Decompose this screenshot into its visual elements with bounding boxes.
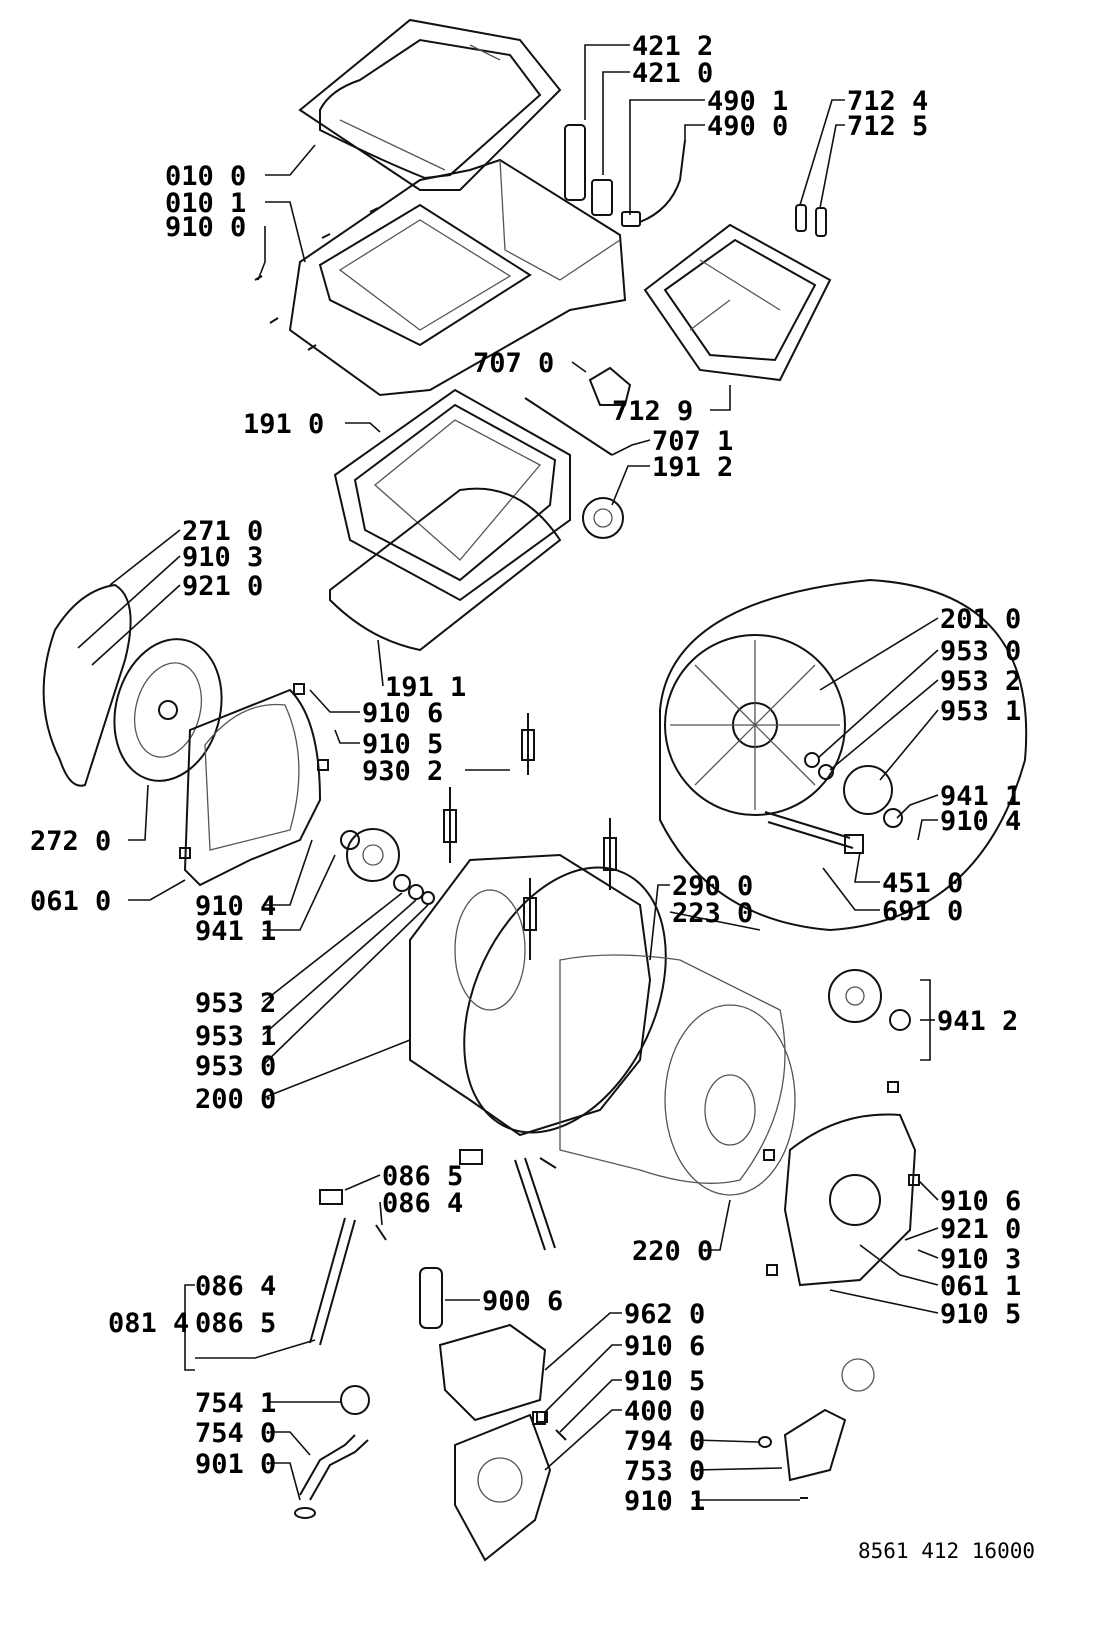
- bearing-part: [582, 497, 624, 539]
- control-module-part: [758, 1358, 875, 1499]
- label-910-6-pump: 910 6: [624, 1331, 705, 1362]
- front-tub-half-part: [783, 1113, 917, 1287]
- label-691-0: 691 0: [882, 896, 963, 927]
- label-754-1: 754 1: [195, 1388, 276, 1419]
- pressure-switch-part: [419, 1267, 443, 1329]
- tub-top-part: [333, 388, 571, 602]
- label-962-0: 962 0: [624, 1299, 705, 1330]
- heater-part: [764, 811, 864, 854]
- dispenser-part: [643, 223, 832, 382]
- label-290-0: 290 0: [672, 871, 753, 902]
- label-921-0-front: 921 0: [940, 1214, 1021, 1245]
- label-941-1-rear: 941 1: [195, 916, 276, 947]
- label-910-5-pump: 910 5: [624, 1366, 705, 1397]
- shock-absorber-part: [309, 1149, 557, 1346]
- screws-part: [254, 207, 379, 351]
- label-910-6-rear: 910 6: [362, 698, 443, 729]
- label-794-0: 794 0: [624, 1426, 705, 1457]
- document-code: 8561 412 16000: [858, 1539, 1035, 1563]
- front-bearing-part: [828, 969, 911, 1031]
- label-421-2: 421 2: [632, 31, 713, 62]
- drum-spider-part: [659, 578, 1028, 932]
- label-910-5-front: 910 5: [940, 1299, 1021, 1330]
- label-910-6-front: 910 6: [940, 1186, 1021, 1217]
- gasket-part: [329, 487, 562, 652]
- label-953-2-spider: 953 2: [940, 666, 1021, 697]
- door-lock-part: [524, 366, 632, 456]
- label-490-1: 490 1: [707, 86, 788, 117]
- label-712-4: 712 4: [847, 86, 928, 117]
- label-953-1-rear: 953 1: [195, 1021, 276, 1052]
- label-953-0-spider: 953 0: [940, 636, 1021, 667]
- rear-tub-half-part: [183, 688, 322, 887]
- label-220-0: 220 0: [632, 1236, 713, 1267]
- label-201-0: 201 0: [940, 604, 1021, 635]
- label-910-5-rear: 910 5: [362, 729, 443, 760]
- label-754-0: 754 0: [195, 1418, 276, 1449]
- label-086-5-top: 086 5: [382, 1161, 463, 1192]
- label-953-0-rear: 953 0: [195, 1051, 276, 1082]
- label-910-0: 910 0: [165, 212, 246, 243]
- label-941-1-spider: 941 1: [940, 781, 1021, 812]
- pulley-part: [113, 638, 223, 782]
- label-921-0-rear: 921 0: [182, 571, 263, 602]
- label-712-5: 712 5: [847, 111, 928, 142]
- label-223-0: 223 0: [672, 898, 753, 929]
- label-712-9: 712 9: [612, 396, 693, 427]
- spring-part: [443, 713, 617, 960]
- label-910-4-rear: 910 4: [195, 891, 276, 922]
- base-plate-part: [438, 1323, 547, 1422]
- drum-part: [559, 954, 796, 1196]
- front-tub-part: [409, 853, 667, 1137]
- label-930-2: 930 2: [362, 756, 443, 787]
- hose-part: [294, 1385, 370, 1519]
- label-191-0: 191 0: [243, 409, 324, 440]
- label-086-4-top: 086 4: [382, 1188, 463, 1219]
- label-271-0: 271 0: [182, 516, 263, 547]
- belt-part: [42, 583, 132, 787]
- label-010-1: 010 1: [165, 188, 246, 219]
- label-421-0: 421 0: [632, 58, 713, 89]
- seal-part: [340, 828, 435, 905]
- filter-part: [795, 204, 827, 237]
- label-910-3-rear: 910 3: [182, 542, 263, 573]
- label-901-0: 901 0: [195, 1449, 276, 1480]
- bracket-part: [564, 124, 686, 227]
- label-707-1: 707 1: [652, 426, 733, 457]
- label-081-4: 081 4: [108, 1308, 189, 1339]
- label-061-0: 061 0: [30, 886, 111, 917]
- label-910-3-front: 910 3: [940, 1244, 1021, 1275]
- label-061-1: 061 1: [940, 1271, 1021, 1302]
- label-086-5-group: 086 5: [195, 1308, 276, 1339]
- label-010-0: 010 0: [165, 161, 246, 192]
- label-451-0: 451 0: [882, 868, 963, 899]
- label-900-6: 900 6: [482, 1286, 563, 1317]
- label-941-2: 941 2: [937, 1006, 1018, 1037]
- label-910-4-spider: 910 4: [940, 806, 1021, 837]
- label-272-0: 272 0: [30, 826, 111, 857]
- label-953-1-spider: 953 1: [940, 696, 1021, 727]
- label-707-0: 707 0: [473, 348, 554, 379]
- label-490-0: 490 0: [707, 111, 788, 142]
- label-910-1: 910 1: [624, 1486, 705, 1517]
- label-200-0: 200 0: [195, 1084, 276, 1115]
- label-953-2-rear: 953 2: [195, 988, 276, 1019]
- label-753-0: 753 0: [624, 1456, 705, 1487]
- lid-part: [298, 18, 562, 191]
- label-400-0: 400 0: [624, 1396, 705, 1427]
- label-086-4-group: 086 4: [195, 1271, 276, 1302]
- top-frame-part: [288, 158, 627, 397]
- label-191-2: 191 2: [652, 452, 733, 483]
- part-labels: 421 2 421 0 490 1 490 0 712 4 712 5 010 …: [30, 31, 1035, 1563]
- label-191-1: 191 1: [385, 672, 466, 703]
- pump-part: [454, 1411, 567, 1562]
- leader-lines: [77, 44, 939, 1501]
